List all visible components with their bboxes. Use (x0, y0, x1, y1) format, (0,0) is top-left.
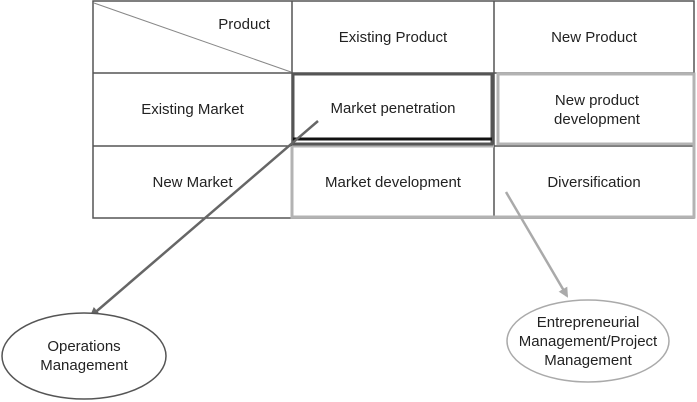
cell-new-product-development: New product development (554, 91, 640, 128)
cell-diversification: Diversification (547, 173, 641, 191)
row-header-new-market: New Market (152, 173, 233, 191)
operations-ellipse (1, 312, 167, 400)
arrow-to-operations (89, 120, 319, 318)
column-header-existing-product: Existing Product (338, 28, 448, 46)
corner-label-product: Product (218, 15, 270, 33)
row-header-existing-market: Existing Market (141, 101, 244, 118)
entrepreneurial-ellipse (506, 299, 670, 383)
cell-market-development: Market development (325, 173, 461, 191)
growth-region-border (290, 72, 696, 219)
entrepreneurial-management-label: Entrepreneurial Management/Project Manag… (518, 313, 658, 369)
arrow-to-entrepreneurial (504, 191, 569, 298)
cell-market-penetration: Market penetration (330, 100, 456, 117)
operations-management-label: Operations Management (40, 338, 128, 374)
corner-diagonal (93, 2, 292, 73)
column-header-new-product: New Product (551, 28, 637, 46)
market-penetration-border (291, 72, 494, 146)
